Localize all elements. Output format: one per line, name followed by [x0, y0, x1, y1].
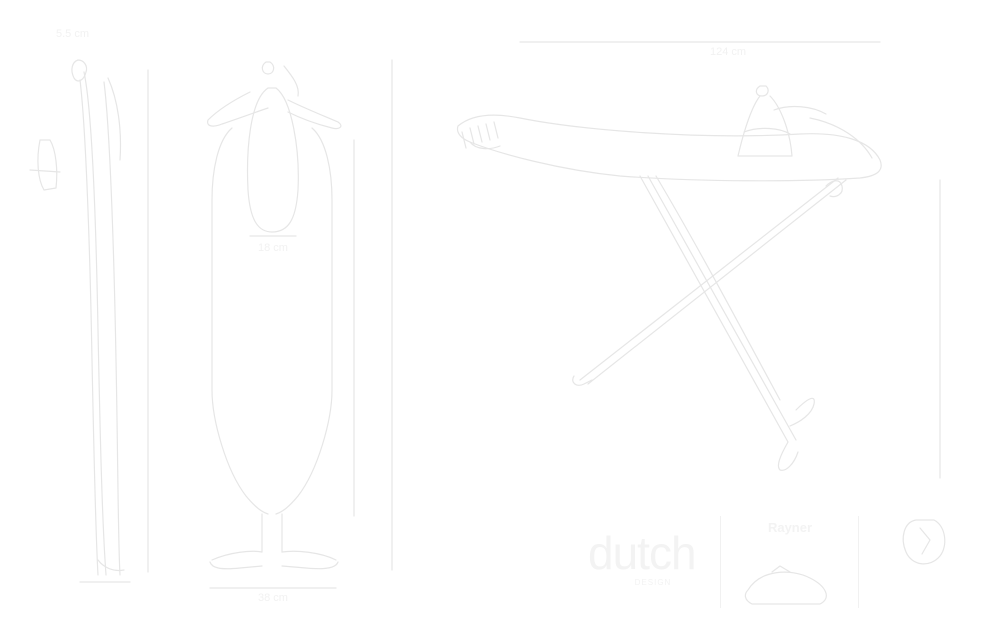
feature-rayner: Rayner [732, 520, 848, 585]
side-view-folded-board [29, 59, 149, 583]
brand-tagline: DESIGN [634, 578, 672, 587]
board-width-label: 38 cm [258, 592, 288, 604]
right-length-label: 124 cm [710, 46, 747, 58]
front-view-board [207, 59, 393, 589]
brand-logo: dutch [588, 527, 697, 579]
feature-icons [744, 519, 946, 605]
feature-second [870, 520, 980, 572]
perspective-view-board [456, 41, 941, 479]
iron-rest-width-label: 18 cm [258, 242, 288, 254]
separator-1 [720, 516, 721, 608]
separator-2 [858, 516, 859, 608]
top-left-width-label: 5.5 cm [56, 28, 90, 40]
feature-title: Rayner [767, 520, 813, 535]
brand-block: dutch DESIGN [588, 530, 718, 610]
